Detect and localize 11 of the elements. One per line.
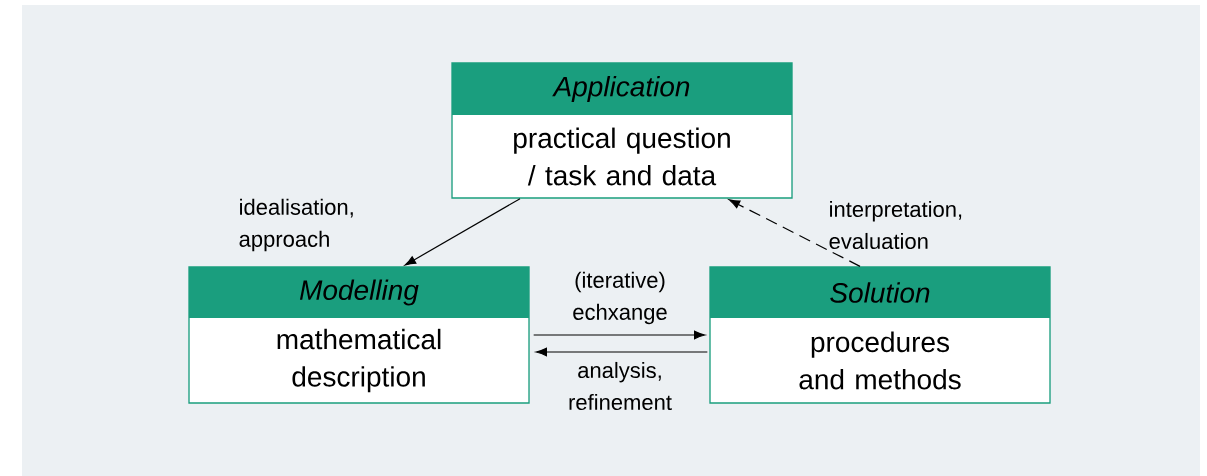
edge-label: idealisation, approach [239,198,353,252]
arrow [728,199,861,267]
edge-label: interpretation, evaluation [829,200,962,250]
titled-box: Solution procedures and methods [709,266,1051,404]
arrow [535,347,708,357]
edge-label: (iterative) echxange [573,271,667,325]
arrow [533,330,706,340]
titled-box: Application practical question / task and data [451,62,793,199]
titled-box: Modelling mathematical description [188,266,530,404]
edge-label: analysis, refinement [569,361,672,411]
arrow [404,198,521,266]
